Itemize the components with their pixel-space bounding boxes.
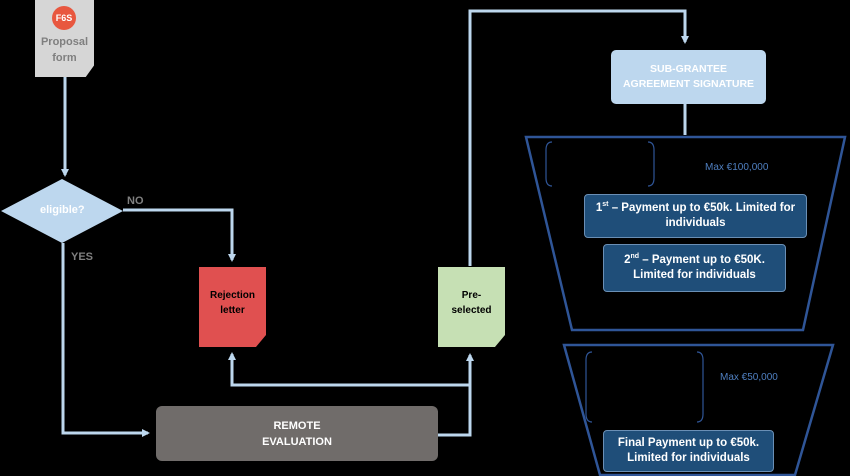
payment-2-ordinal: 2 (624, 254, 631, 266)
preselected-document: Pre- selected (438, 267, 505, 347)
payment-2-superscript: nd (630, 253, 640, 261)
no-label: NO (127, 195, 144, 207)
arrow-no-to-rejection (123, 208, 236, 262)
right-bracket-1 (647, 141, 655, 187)
payment-1-superscript: st (602, 201, 609, 209)
remote-line2: EVALUATION (262, 435, 332, 448)
left-bracket-2 (585, 351, 593, 423)
eligible-diamond (1, 179, 123, 243)
payment-2-text: – Payment up to €50K. Limited for indivi… (633, 254, 765, 281)
proposal-form-document: F6S Proposal form (35, 0, 94, 77)
f6s-logo-text: F6S (55, 13, 73, 23)
payment-1-ordinal: 1 (595, 202, 603, 214)
f6s-logo: F6S (52, 6, 76, 30)
rejection-line2: letter (220, 305, 245, 316)
payment-2-box: 2nd – Payment up to €50K. Limited for in… (603, 244, 786, 292)
rejection-letter-document: Rejection letter (199, 267, 266, 347)
signature-line1: SUB-GRANTEE (649, 63, 727, 75)
remote-evaluation-box: REMOTE EVALUATION (156, 406, 438, 461)
payment-1-text: – Payment up to €50k. Limited for indivi… (608, 202, 796, 229)
arrow-remote-to-preselected (438, 353, 474, 437)
proposal-label-line1: Proposal (40, 36, 89, 48)
proposal-label-line2: form (52, 52, 77, 64)
payment-1-box: 1st – Payment up to €50k. Limited for in… (584, 194, 807, 238)
arrow-preselected-to-signature (468, 9, 689, 266)
sub-grantee-signature-box: SUB-GRANTEE AGREEMENT SIGNATURE (611, 50, 766, 104)
preselected-line1: Pre- (461, 290, 482, 301)
arrow-remote-to-rejection (228, 352, 470, 387)
yes-label: YES (71, 251, 94, 263)
left-bracket-1 (545, 141, 553, 187)
right-bracket-2 (696, 351, 704, 423)
final-payment-box: Final Payment up to €50k. Limited for in… (603, 430, 774, 472)
remote-line1: REMOTE (273, 419, 321, 432)
preselected-line2: selected (451, 305, 492, 316)
funnel2-max-label: Max €50,000 (720, 372, 778, 383)
final-payment-text: Final Payment up to €50k. Limited for in… (617, 437, 760, 464)
eligible-label: eligible? (40, 204, 85, 216)
signature-line2: AGREEMENT SIGNATURE (622, 78, 755, 90)
rejection-line1: Rejection (209, 290, 255, 301)
funnel1-max-label: Max €100,000 (705, 162, 769, 173)
arrow-yes-to-remote (61, 243, 150, 437)
